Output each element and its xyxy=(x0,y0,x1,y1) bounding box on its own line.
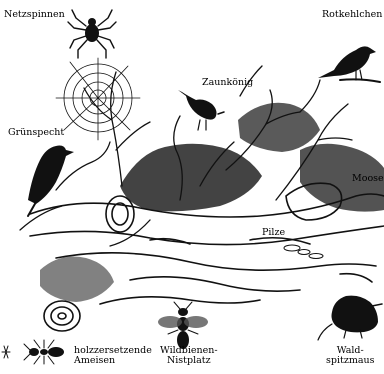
shrew-icon xyxy=(318,296,382,340)
undergrowth xyxy=(40,103,384,302)
fungi-icon xyxy=(284,245,323,259)
robin-icon xyxy=(318,46,380,82)
label-spitzmaus: Wald- spitzmaus xyxy=(326,346,374,366)
spider-icon xyxy=(68,10,116,58)
label-ameisen: holzzersetzende Ameisen xyxy=(74,346,152,366)
label-spitzmaus-line2: spitzmaus xyxy=(326,356,374,366)
wren-icon xyxy=(178,90,224,130)
spider-web xyxy=(56,58,140,140)
label-moose: Moose xyxy=(352,174,384,184)
label-zaunkoenig: Zaunkönig xyxy=(202,78,253,88)
label-rotkehlchen: Rotkehlchen xyxy=(322,10,382,20)
label-wildbienen: Wildbienen- Nistplatz xyxy=(160,346,218,366)
label-wildbienen-line2: Nistplatz xyxy=(160,356,218,366)
label-netzspinnen: Netzspinnen xyxy=(4,10,65,20)
label-gruenspecht: Grünspecht xyxy=(8,128,64,138)
label-ameisen-line2: Ameisen xyxy=(74,356,152,366)
label-pilze: Pilze xyxy=(262,228,285,238)
bee-icon xyxy=(158,302,208,349)
ant-icon xyxy=(2,340,64,364)
